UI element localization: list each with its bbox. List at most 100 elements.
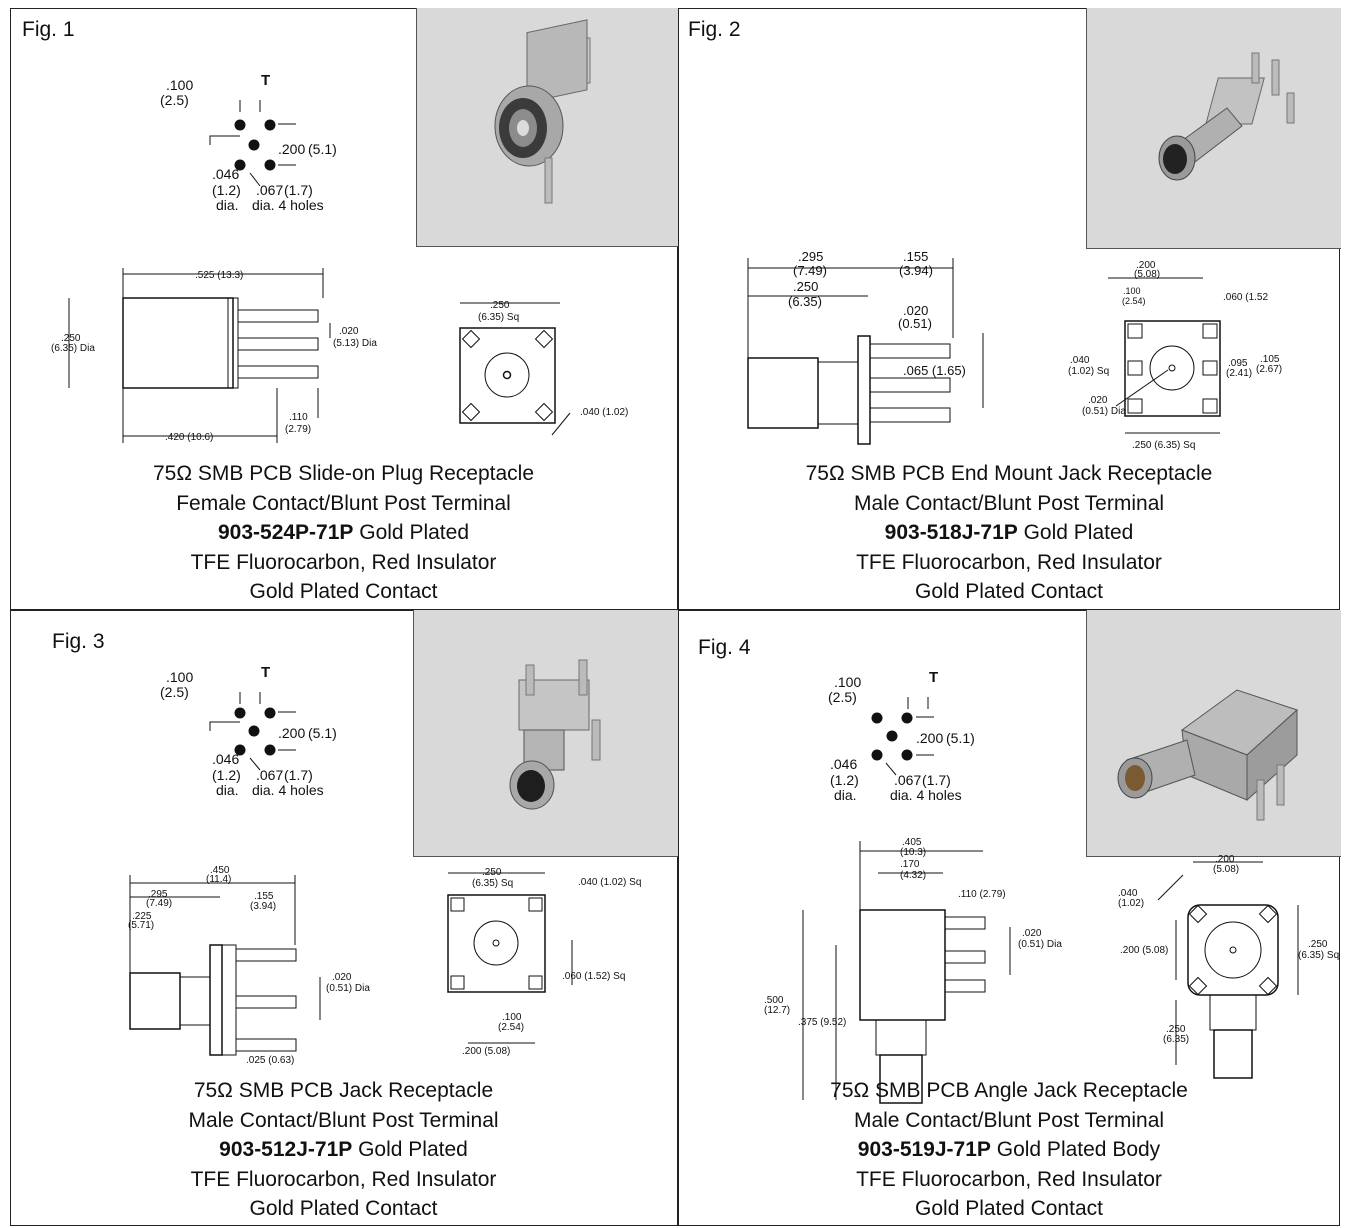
dim-label: .250 bbox=[61, 333, 81, 344]
dim-label: (6.35) Sq bbox=[1298, 950, 1339, 961]
dim-label: .020 bbox=[339, 326, 359, 337]
end-view-drawing: .250 (6.35) Sq .040 (1.02) bbox=[459, 300, 628, 436]
pin-hole-icon bbox=[234, 707, 246, 719]
dim-label: .067 bbox=[256, 182, 283, 198]
pin-hole-icon bbox=[248, 725, 260, 737]
dim-label: .095 bbox=[1228, 358, 1248, 369]
connector-photo bbox=[413, 610, 678, 857]
dim-label: .450 bbox=[210, 865, 230, 876]
connector-photo bbox=[1086, 8, 1341, 249]
dim-label: .155 bbox=[903, 249, 928, 264]
dim-label: dia. 4 holes bbox=[252, 197, 324, 213]
dim-label: (2.67) bbox=[1256, 364, 1282, 375]
dim-label: dia. bbox=[216, 782, 239, 798]
dim-label: (0.51) bbox=[898, 316, 932, 331]
pin-hole-icon bbox=[234, 159, 246, 171]
caption-title: 75Ω SMB PCB Angle Jack Receptacle bbox=[830, 1079, 1188, 1102]
dim-label: (1.7) bbox=[922, 772, 951, 788]
caption-insulator: TFE Fluorocarbon, Red Insulator bbox=[856, 1167, 1162, 1191]
dim-label: (5.71) bbox=[128, 920, 154, 931]
dim-label: (11.4) bbox=[206, 874, 231, 885]
dim-label: .100 bbox=[166, 77, 193, 93]
caption-contact: Male Contact/Blunt Post Terminal bbox=[188, 1108, 499, 1132]
dim-label: dia. bbox=[216, 197, 239, 213]
dim-label: (5.1) bbox=[308, 141, 337, 157]
dim-label: .375 (9.52) bbox=[798, 1017, 846, 1028]
dim-label: .020 bbox=[1088, 395, 1108, 406]
caption-title: 75Ω SMB PCB Jack Receptacle bbox=[193, 1079, 494, 1102]
dim-label: .100 bbox=[1123, 286, 1141, 296]
dim-label: .067 bbox=[894, 772, 921, 788]
caption-part: 903-524P-71P Gold Plated bbox=[10, 518, 677, 548]
dim-label: (1.02) Sq bbox=[1068, 366, 1109, 377]
caption-contact-plating: Gold Plated Contact bbox=[915, 1197, 1103, 1220]
dim-label: .110 bbox=[289, 412, 308, 423]
pin-hole-icon bbox=[264, 744, 276, 756]
side-view-drawing: .405 (10.3) .170 (4.32) .110 (2.79) .020… bbox=[764, 837, 1062, 1104]
caption-insulator: TFE Fluorocarbon, Red Insulator bbox=[190, 1167, 497, 1191]
dim-label: .060 (1.52 bbox=[1223, 292, 1268, 303]
figure-caption: 75Ω SMB PCB Jack Receptacle Male Contact… bbox=[10, 1076, 677, 1224]
caption-insulator: TFE Fluorocarbon, Red Insulator bbox=[190, 550, 497, 574]
pin-hole-icon bbox=[871, 712, 883, 724]
caption-title: 75Ω SMB PCB Slide-on Plug Receptacle bbox=[152, 462, 535, 485]
dim-label: .046 bbox=[212, 751, 239, 767]
connector-photo bbox=[416, 8, 678, 247]
connector-photo bbox=[1086, 610, 1341, 857]
dim-label: (2.79) bbox=[285, 424, 311, 435]
caption-contact-plating: Gold Plated Contact bbox=[249, 1197, 438, 1220]
caption-part: 903-518J-71P Gold Plated bbox=[678, 518, 1340, 548]
dim-label: .500 bbox=[764, 995, 784, 1006]
caption-part: 903-519J-71P Gold Plated Body bbox=[678, 1135, 1340, 1165]
dim-label: (1.02) bbox=[1118, 898, 1144, 909]
dim-label: (1.7) bbox=[284, 767, 313, 783]
dim-label: (0.51) Dia bbox=[1082, 406, 1126, 417]
dim-label: .200 (5.08) bbox=[1120, 945, 1168, 956]
dim-label: (1.2) bbox=[212, 767, 241, 783]
dim-label: .100 bbox=[502, 1012, 522, 1023]
dim-label: (5.13) Dia bbox=[333, 338, 377, 349]
caption-plating: Gold Plated Body bbox=[990, 1138, 1161, 1161]
dim-label: .067 bbox=[256, 767, 283, 783]
figure-caption: 75Ω SMB PCB End Mount Jack Receptacle Ma… bbox=[678, 459, 1340, 607]
dim-label: (5.1) bbox=[308, 725, 337, 741]
dim-label: .250 bbox=[490, 300, 510, 311]
pcb-hole-layout-diagram: .100 (2.5) T .200 (5.1) .046 (1.2) dia. … bbox=[160, 72, 337, 213]
side-view-drawing: .525 (13.3) .250 (6.35) Dia .020 (5.13) … bbox=[51, 268, 377, 443]
dim-label: .200 bbox=[278, 141, 305, 157]
dim-label: (6.35) Sq bbox=[478, 312, 519, 323]
pin-hole-icon bbox=[234, 744, 246, 756]
dim-label: (2.5) bbox=[160, 684, 189, 700]
figure-4-panel: Fig. 4 .100 (2.5) T .200 (5.1) .046 (1.2… bbox=[678, 610, 1341, 1226]
dim-label: (0.51) Dia bbox=[326, 983, 370, 994]
caption-part: 903-512J-71P Gold Plated bbox=[10, 1135, 677, 1165]
pin-hole-icon bbox=[901, 749, 913, 761]
dim-label: (7.49) bbox=[146, 898, 172, 909]
dim-label: .225 bbox=[132, 911, 152, 922]
end-view-drawing: .250 (6.35) Sq .040 (1.02) Sq .060 (1.52… bbox=[447, 867, 641, 1057]
dim-label: (1.2) bbox=[212, 182, 241, 198]
dim-label: .250 bbox=[1308, 939, 1328, 950]
part-number: 903-512J-71P bbox=[219, 1138, 353, 1161]
dim-label: .295 bbox=[798, 249, 823, 264]
dim-label: T bbox=[261, 664, 270, 681]
figure-label: Fig. 1 bbox=[22, 18, 75, 41]
dim-label: .200 bbox=[1136, 260, 1156, 271]
pin-hole-icon bbox=[248, 139, 260, 151]
caption-plating: Gold Plated bbox=[352, 1138, 468, 1161]
dim-label: .110 (2.79) bbox=[958, 889, 1006, 900]
connector-photo-image bbox=[494, 19, 591, 204]
caption-plating: Gold Plated bbox=[1017, 521, 1134, 544]
dim-label: dia. bbox=[834, 787, 857, 803]
pin-hole-icon bbox=[886, 730, 898, 742]
dim-label: (6.35) Dia bbox=[51, 343, 95, 354]
dim-label: .040 (1.02) bbox=[580, 407, 628, 418]
pin-hole-icon bbox=[234, 119, 246, 131]
end-view-drawing: .040 (1.02) .200 (5.08) .200 (5.08) .250… bbox=[1118, 854, 1339, 1079]
dim-label: (5.08) bbox=[1213, 864, 1239, 875]
caption-contact-plating: Gold Plated Contact bbox=[249, 580, 438, 603]
dim-label: .020 bbox=[332, 972, 352, 983]
connector-photo-image bbox=[509, 659, 601, 810]
dim-label: (6.35) bbox=[1163, 1034, 1189, 1045]
dim-label: (3.94) bbox=[250, 901, 276, 912]
